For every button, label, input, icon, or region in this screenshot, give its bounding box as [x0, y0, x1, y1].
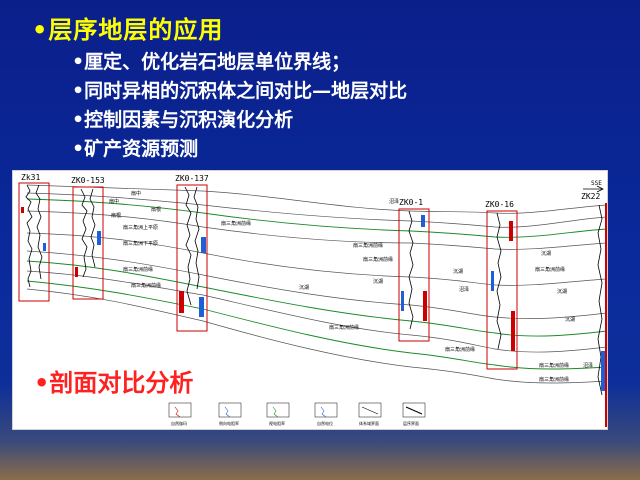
facies-label: 扇三角洲前缘	[535, 266, 565, 273]
facies-label: 扇三角洲前缘	[445, 346, 475, 353]
facies-label: 扇三角洲前缘	[329, 324, 359, 331]
well-zk0-137	[176, 184, 208, 332]
legend: 自然伽玛 侧向电阻率 视电阻率 自然电位 体系域界面	[168, 402, 426, 426]
section-drawing: SSE Zk31	[18, 173, 607, 427]
correlation-lines	[26, 184, 607, 384]
facies-label: 扇三角洲上平原	[123, 224, 158, 231]
well-zk0-16	[486, 210, 518, 370]
facies-label: 扇三角洲前缘	[363, 256, 393, 263]
stratigraphic-correlation-section: SSE Zk31	[12, 170, 608, 430]
sequence-boundaries	[26, 198, 607, 370]
section-heading: •剖面对比分析	[34, 369, 194, 397]
legend-item: 体系域界面	[358, 402, 382, 426]
facies-label: 扇根	[151, 206, 161, 213]
bullet-item: •控制因素与沉积演化分析	[72, 109, 294, 131]
facies-label: 沉湖	[557, 288, 567, 295]
legend-label: 自然伽玛	[171, 420, 187, 426]
facies-label: 扇三角洲前缘	[221, 220, 251, 227]
legend-item: 视电阻率	[266, 402, 290, 426]
direction-label: SSE	[591, 180, 602, 187]
well-label: ZK0-153	[71, 176, 105, 185]
bullet-list: •厘定、优化岩石地层单位界线； •同时异相的沉积体之间对比—地层对比 •控制因素…	[72, 48, 407, 164]
well-label: ZK0-1	[399, 198, 423, 207]
bullet-item: •矿产资源预测	[72, 138, 199, 160]
facies-label: 扇三角洲前缘	[131, 282, 161, 289]
facies-labels: 扇中 扇中 扇根 扇根 扇三角洲上平原 扇三角洲下平原 扇三角洲前缘 扇三角洲前…	[109, 190, 593, 383]
facies-label: 沉湖	[453, 268, 463, 275]
facies-label: 扇三角洲前缘	[123, 266, 153, 273]
facies-label: 沼泽	[389, 198, 399, 205]
bullet-item: •厘定、优化岩石地层单位界线；	[72, 51, 351, 73]
facies-label: 沉湖	[541, 250, 551, 257]
legend-label: 层序界面	[403, 420, 419, 426]
legend-label: 侧向电阻率	[219, 420, 239, 426]
well-label: ZK22	[581, 192, 600, 201]
facies-label: 扇根	[111, 212, 121, 219]
well-label: Zk31	[21, 173, 40, 182]
facies-label: 沉湖	[299, 284, 309, 291]
well-label: ZK0-137	[175, 174, 209, 183]
slide-title: •层序地层的应用	[32, 16, 224, 44]
facies-label: 沼泽	[583, 362, 593, 369]
legend-item: 侧向电阻率	[218, 402, 242, 426]
well-zk0-153	[72, 186, 104, 300]
facies-label: 扇三角洲前缘	[353, 242, 383, 249]
facies-label: 扇中	[131, 190, 141, 197]
facies-label: 扇三角洲前缘	[539, 362, 569, 369]
direction-arrow-icon	[583, 185, 604, 193]
facies-label: 沼泽	[459, 286, 469, 293]
legend-item: 自然伽玛	[168, 402, 192, 426]
well-label: ZK0-16	[485, 200, 514, 209]
legend-item: 层序界面	[402, 402, 426, 426]
legend-label: 自然电位	[317, 420, 333, 426]
well-zk31	[18, 182, 50, 302]
legend-label: 体系域界面	[359, 420, 379, 426]
legend-item: 自然电位	[314, 402, 338, 426]
well-zk22	[597, 203, 607, 427]
facies-label: 沉湖	[373, 278, 383, 285]
well-zk0-1	[398, 208, 430, 342]
bullet-item: •同时异相的沉积体之间对比—地层对比	[72, 80, 408, 102]
facies-label: 扇三角洲下平原	[123, 240, 158, 247]
facies-label: 扇中	[109, 198, 119, 205]
facies-label: 沉湖	[565, 316, 575, 323]
legend-label: 视电阻率	[269, 420, 285, 426]
facies-label: 扇三角洲前缘	[539, 376, 569, 383]
